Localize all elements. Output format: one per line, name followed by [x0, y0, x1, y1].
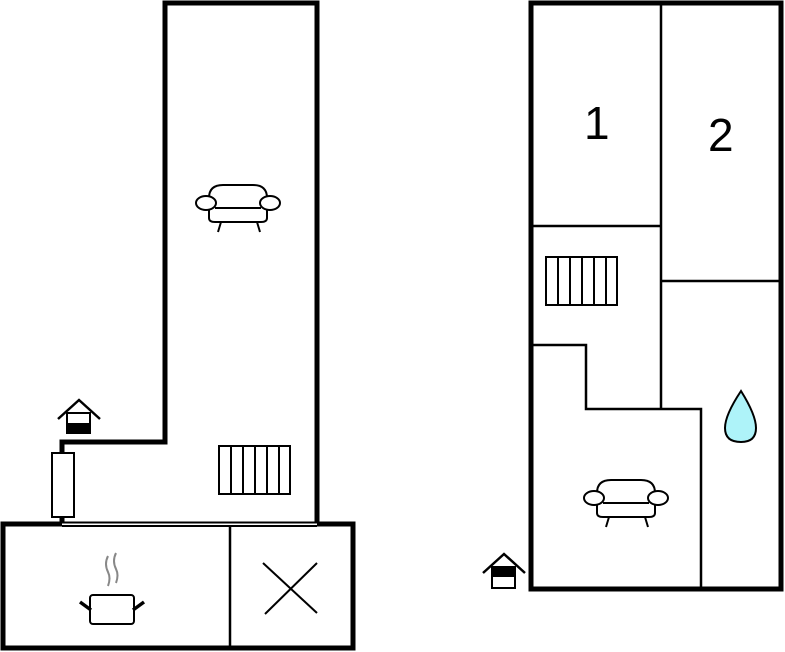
stairs-icon — [545, 256, 618, 306]
sofa-icon — [195, 184, 281, 233]
room-label-2: 2 — [708, 109, 734, 161]
sofa-icon — [583, 479, 669, 528]
entrance-icon — [482, 552, 526, 589]
stair-landing-wall — [531, 343, 703, 589]
radiator-icon — [218, 445, 291, 495]
ground-floor-plan — [0, 0, 356, 651]
room-label-1: 1 — [584, 97, 610, 149]
water-drop-icon — [723, 389, 758, 444]
cooking-pot-icon — [78, 552, 146, 625]
entrance-icon — [57, 398, 101, 434]
upper-floor-outer-walls — [528, 0, 784, 592]
kitchen-storage-walls — [0, 521, 356, 651]
cross-icon — [262, 562, 318, 615]
upper-floor-plan: 1 2 — [482, 0, 784, 592]
door-icon — [51, 452, 75, 518]
